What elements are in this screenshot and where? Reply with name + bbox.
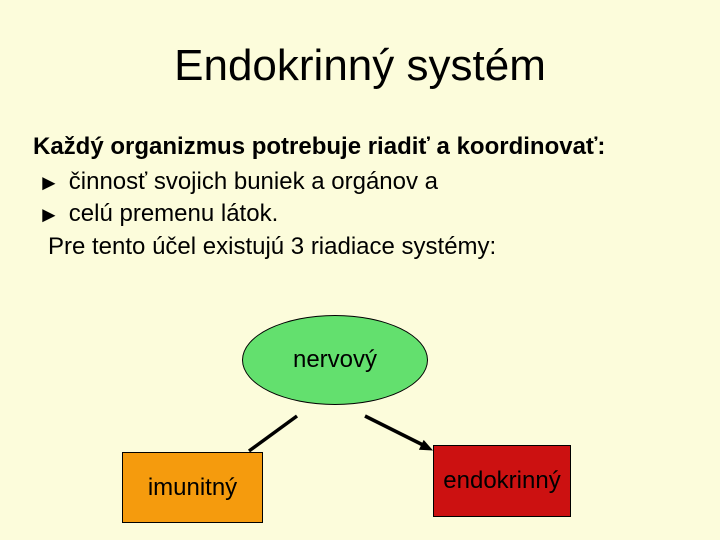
- conclusion-line: Pre tento účel existujú 3 riadiace systé…: [48, 233, 497, 260]
- bullet-line-1: ► činnosť svojich buniek a orgánov a: [38, 168, 438, 196]
- node-imunitny-label: imunitný: [147, 473, 238, 501]
- connector-to-endokrinny: [364, 414, 424, 447]
- arrowhead-icon: [418, 439, 433, 451]
- node-nervovy: nervový: [242, 315, 428, 405]
- node-endokrinny-label: endokrinný: [443, 467, 561, 494]
- bullet-text-2: celú premenu látok.: [68, 200, 279, 227]
- bullet-arrow-icon: ►: [38, 170, 60, 195]
- bullet-text-1: činnosť svojich buniek a orgánov a: [68, 168, 439, 195]
- bullet-arrow-icon: ►: [38, 202, 60, 227]
- node-imunitny: imunitný: [122, 452, 263, 523]
- slide-title: Endokrinný systém: [174, 41, 546, 90]
- node-nervovy-label: nervový: [292, 346, 378, 373]
- intro-line: Každý organizmus potrebuje riadiť a koor…: [33, 133, 606, 160]
- node-endokrinny: endokrinný: [433, 445, 571, 517]
- connector-to-imunitny: [247, 414, 299, 453]
- bullet-line-2: ► celú premenu látok.: [38, 200, 278, 228]
